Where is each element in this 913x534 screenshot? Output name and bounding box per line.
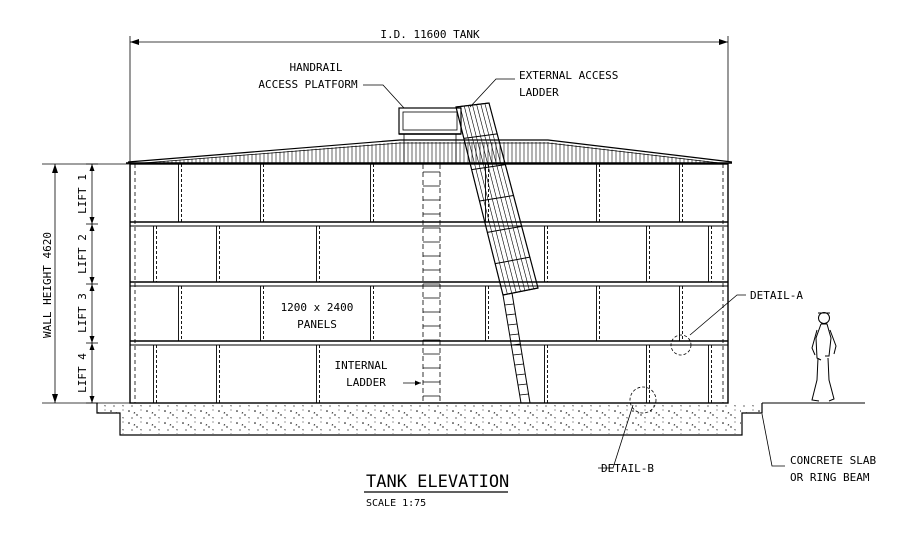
- detail-b-label: DETAIL-B: [601, 462, 654, 475]
- handrail-label: HANDRAIL: [290, 61, 343, 74]
- internal-ladder: [422, 164, 441, 403]
- detail-a-marker: [670, 334, 692, 356]
- drawing-scale: SCALE 1:75: [366, 498, 426, 509]
- ring-beam-label: OR RING BEAM: [790, 471, 870, 484]
- concrete-slab: [96, 402, 865, 436]
- lift-2-label: LIFT 2: [76, 234, 89, 274]
- access-platform-label: ACCESS PLATFORM: [258, 78, 358, 91]
- lift-1-label: LIFT 1: [76, 174, 89, 214]
- internal-ladder-label-2: LADDER: [346, 376, 386, 389]
- external-ladder-label: EXTERNAL ACCESS: [519, 69, 618, 82]
- external-ladder: [455, 102, 539, 404]
- wall-height-label: WALL HEIGHT 4620: [41, 232, 54, 338]
- internal-ladder-label: INTERNAL: [335, 359, 388, 372]
- external-ladder-label-2: LADDER: [519, 86, 559, 99]
- person-figure-icon: [811, 312, 837, 402]
- concrete-slab-label: CONCRETE SLAB: [790, 454, 876, 467]
- lift-3-label: LIFT 3: [76, 293, 89, 333]
- access-platform: [398, 107, 462, 164]
- lift-4-label: LIFT 4: [76, 353, 89, 393]
- lift-dimensions: LIFT 1 LIFT 2 LIFT 3 LIFT 4: [76, 163, 98, 404]
- drawing-title: TANK ELEVATION: [366, 472, 509, 492]
- panels-size-label: 1200 x 2400: [281, 301, 354, 314]
- detail-b-marker: [629, 386, 657, 414]
- tank-shell: [129, 163, 729, 404]
- panels-label: PANELS: [297, 318, 337, 331]
- tank-roof: [126, 139, 733, 165]
- diameter-label: I.D. 11600 TANK: [380, 28, 480, 41]
- detail-a-label: DETAIL-A: [750, 289, 803, 302]
- diameter-dimension: I.D. 11600 TANK: [129, 28, 729, 162]
